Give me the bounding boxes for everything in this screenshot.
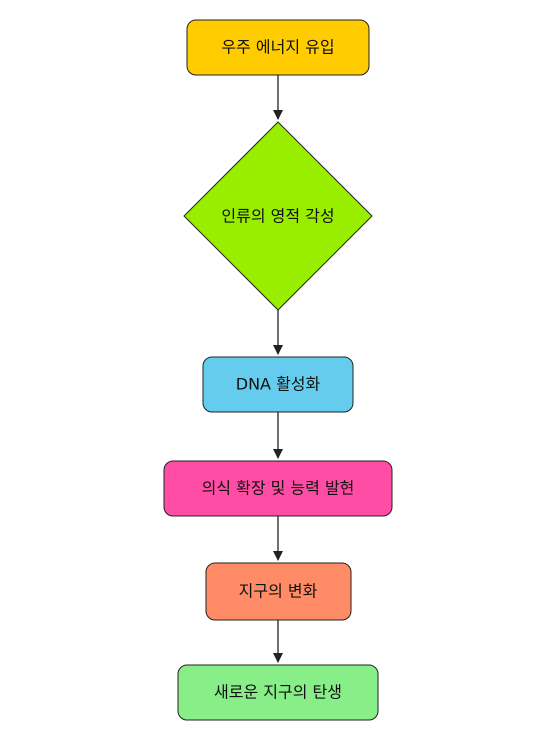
node-shape xyxy=(186,19,370,76)
node-label: 우주 에너지 유입 xyxy=(221,38,334,57)
node-shape xyxy=(183,121,373,311)
node-label: DNA 활성화 xyxy=(236,375,321,394)
node-new-earth-birth: 새로운 지구의 탄생 xyxy=(177,664,379,721)
node-spiritual-awakening: 인류의 영적 각성 xyxy=(183,121,373,311)
node-dna-activation: DNA 활성화 xyxy=(202,356,354,413)
node-label: 지구의 변화 xyxy=(239,582,318,601)
node-shape xyxy=(177,664,379,721)
node-cosmic-energy-inflow: 우주 에너지 유입 xyxy=(186,19,370,76)
node-earth-change: 지구의 변화 xyxy=(205,562,352,621)
node-label: 의식 확장 및 능력 발현 xyxy=(202,479,355,498)
node-label: 새로운 지구의 탄생 xyxy=(214,683,342,702)
node-consciousness-expansion: 의식 확장 및 능력 발현 xyxy=(163,460,393,517)
node-shape xyxy=(205,562,352,621)
node-shape xyxy=(202,356,354,413)
node-label: 인류의 영적 각성 xyxy=(221,207,334,226)
node-shape xyxy=(163,460,393,517)
